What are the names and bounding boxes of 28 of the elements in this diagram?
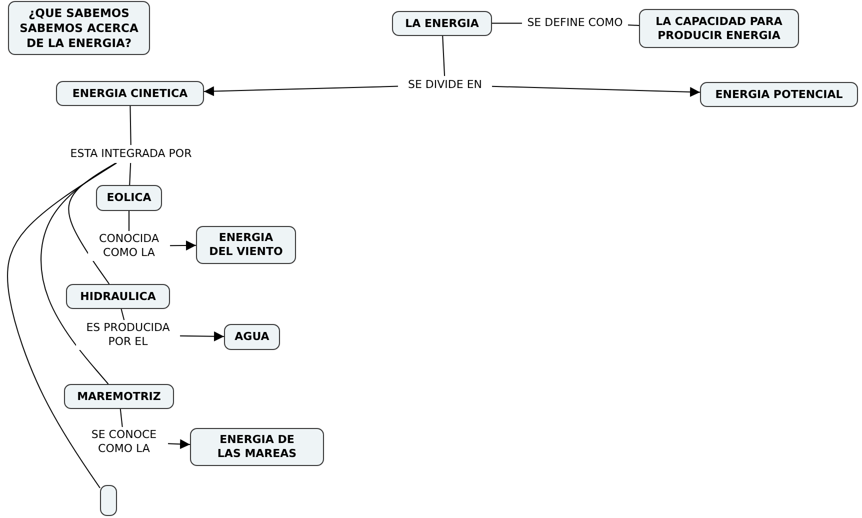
concept-box: ENERGIA POTENCIAL bbox=[700, 82, 858, 107]
arrow bbox=[170, 240, 196, 251]
connector-line bbox=[129, 162, 132, 186]
connector-line bbox=[492, 22, 522, 24]
arrow bbox=[180, 331, 224, 342]
empty-box bbox=[100, 485, 117, 516]
connector-line bbox=[120, 408, 123, 428]
concept-box: AGUA bbox=[224, 324, 280, 350]
connector-line bbox=[7, 162, 118, 489]
arrow bbox=[168, 439, 190, 450]
concept-box: ENERGIA DEL VIENTO bbox=[196, 226, 296, 264]
concept-box: EOLICA bbox=[96, 185, 162, 211]
arrow bbox=[204, 86, 398, 96]
connector-line bbox=[628, 24, 640, 26]
concept-box: LA CAPACIDAD PARA PRODUCIR ENERGIA bbox=[639, 9, 799, 48]
connector-line bbox=[40, 162, 117, 384]
concept-box: ENERGIA CINETICA bbox=[56, 81, 204, 106]
arrow bbox=[492, 86, 700, 97]
concept-box: HIDRAULICA bbox=[66, 284, 170, 309]
connector-line bbox=[68, 162, 116, 284]
connector-line bbox=[120, 308, 125, 320]
concept-box: ENERGIA DE LAS MAREAS bbox=[190, 428, 324, 466]
concept-box: ¿QUE SABEMOS SABEMOS ACERCA DE LA ENERGIA? bbox=[8, 1, 150, 55]
connector-line bbox=[130, 106, 132, 146]
concept-box: MAREMOTRIZ bbox=[64, 384, 174, 409]
connector-line bbox=[442, 36, 446, 76]
concept-box: LA ENERGIA bbox=[392, 11, 492, 36]
connector-line bbox=[128, 210, 130, 232]
